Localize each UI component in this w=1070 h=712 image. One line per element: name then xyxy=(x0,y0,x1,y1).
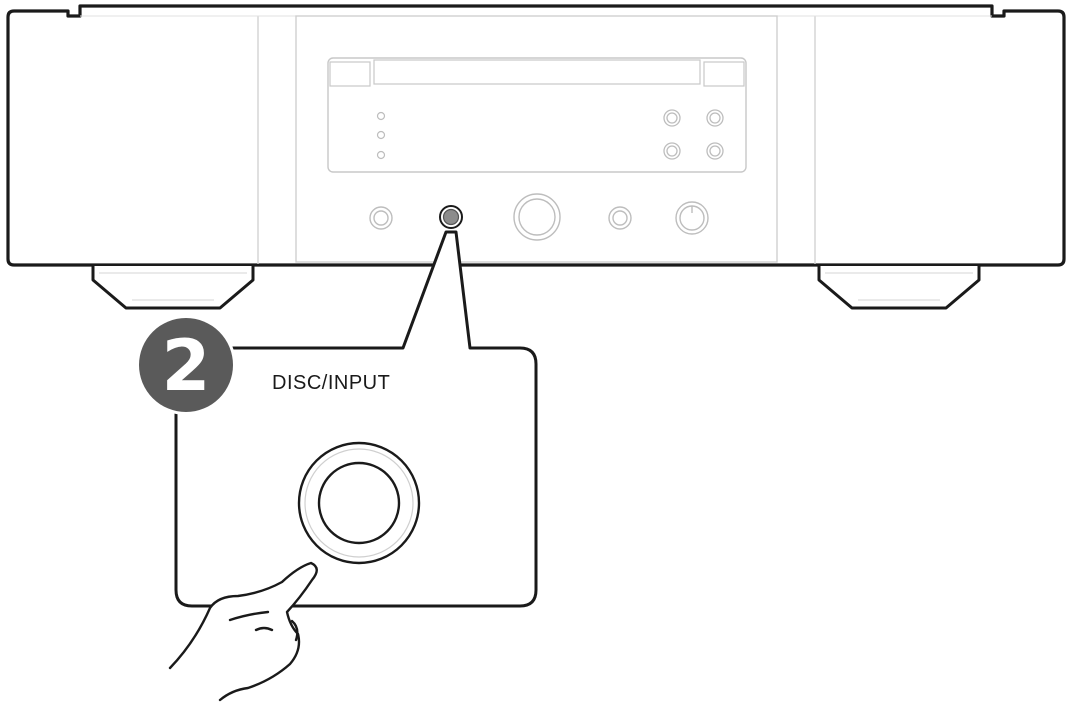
hand-pressing-icon xyxy=(168,561,318,702)
control-button-right[interactable] xyxy=(608,206,632,230)
display-window xyxy=(327,57,747,173)
volume-knob[interactable] xyxy=(675,201,709,235)
chassis-outline xyxy=(6,4,1066,267)
left-foot xyxy=(91,266,255,310)
display-buttons xyxy=(663,109,724,160)
step-badge: 2 xyxy=(136,315,236,415)
display-button-4[interactable] xyxy=(706,142,724,160)
cd-player-front-view xyxy=(6,4,1066,310)
button-label: DISC/INPUT xyxy=(272,372,390,394)
step-number: 2 xyxy=(162,325,211,407)
indicator-led-icon xyxy=(376,130,386,140)
disc-tray-slot xyxy=(373,59,701,85)
right-foot xyxy=(817,266,981,310)
disc-input-button-on-device[interactable] xyxy=(439,205,463,229)
main-knob[interactable] xyxy=(513,193,561,241)
round-push-button-icon[interactable] xyxy=(297,441,421,565)
indicator-led-icon xyxy=(376,150,386,160)
indicator-lights xyxy=(376,111,386,160)
power-button[interactable] xyxy=(369,206,393,230)
display-button-3[interactable] xyxy=(663,142,681,160)
display-button-1[interactable] xyxy=(663,109,681,127)
front-panel xyxy=(295,15,778,263)
front-controls xyxy=(369,193,709,241)
indicator-led-icon xyxy=(376,111,386,121)
display-button-2[interactable] xyxy=(706,109,724,127)
